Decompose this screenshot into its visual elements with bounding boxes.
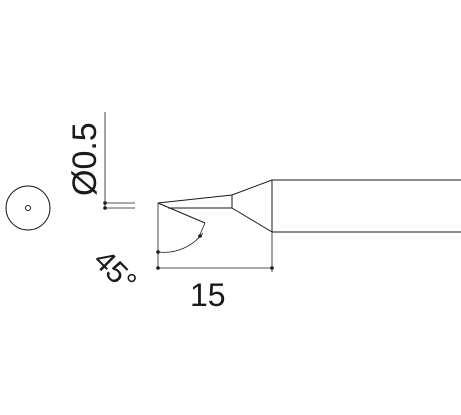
angle-label: 45° [87, 244, 142, 299]
tip-taper-top [231, 179, 273, 196]
tip-side-view [157, 179, 461, 233]
tip-bevel-top [157, 194, 233, 204]
diameter-label: Ø0.5 [66, 122, 104, 196]
tip-end-circle [5, 185, 51, 231]
diameter-dimension: Ø0.5 [66, 112, 135, 210]
angle-dimension: 45° [87, 203, 206, 299]
tip-end-view [5, 185, 51, 231]
tip-end-center-dot [25, 205, 31, 211]
length-label: 15 [190, 277, 226, 313]
angle-dot-start [156, 250, 160, 254]
length-dimension: 15 [156, 232, 274, 313]
angle-arc [157, 232, 204, 253]
diameter-dot-bottom [103, 206, 107, 210]
diameter-dot-top [103, 201, 107, 205]
length-dot-left [156, 266, 160, 270]
tip-taper-bottom [231, 207, 273, 233]
tip-bevel-face [157, 202, 206, 224]
length-dot-right [270, 266, 274, 270]
angle-dot-end [198, 234, 202, 238]
